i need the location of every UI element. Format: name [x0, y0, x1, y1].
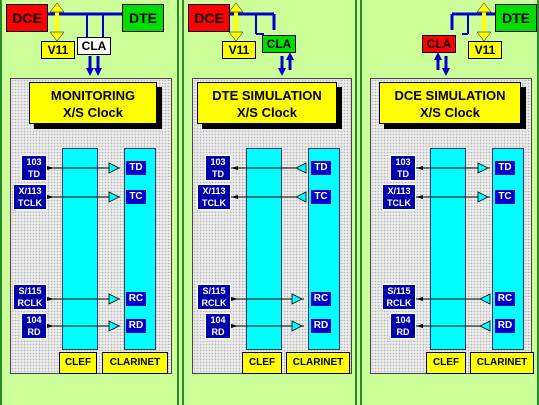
- clarinet-label: CLARINET: [286, 352, 350, 374]
- signal-lines: [231, 162, 307, 332]
- signal-td: TD: [311, 161, 331, 175]
- v11-box: V11: [468, 41, 502, 59]
- signal-td: TD: [126, 161, 146, 175]
- cla-box: CLA: [422, 35, 456, 53]
- top-links-diagram: [46, 2, 124, 76]
- signal-tc: TC: [126, 190, 146, 204]
- clef-column: [62, 148, 98, 350]
- signal-rc: RC: [126, 292, 146, 306]
- top-links-diagram: [226, 2, 294, 76]
- mode-title: DTE SIMULATION X/S Clock: [197, 82, 337, 124]
- clef-label: CLEF: [59, 352, 97, 374]
- panel-dce-simulation: DTE V11 CLA DCE SIMULATION X/S Clock 103…: [360, 0, 539, 405]
- top-links-diagram: [434, 2, 500, 76]
- signal-rc: RC: [495, 292, 515, 306]
- signal-lines: [47, 162, 120, 332]
- mode-title-text: DCE SIMULATION: [394, 88, 506, 103]
- signal-tc: TC: [311, 190, 331, 204]
- signal-rd: RD: [311, 319, 331, 333]
- signal-rd: RD: [495, 319, 515, 333]
- dte-box: DTE: [122, 4, 164, 32]
- clef-label: CLEF: [426, 352, 466, 374]
- signal-td: TD: [495, 161, 515, 175]
- signal-lines: [416, 162, 491, 332]
- panel-dte-simulation: DCE V11 CLA DTE SIMULATION X/S Clock 103…: [182, 0, 357, 405]
- v11-box: V11: [41, 41, 75, 59]
- signal-rd: RD: [126, 319, 146, 333]
- mode-title: DCE SIMULATION X/S Clock: [379, 82, 521, 124]
- clef-column: [246, 148, 282, 350]
- clarinet-column: [492, 148, 524, 350]
- mode-subtitle-text: X/S Clock: [420, 105, 480, 120]
- v11-box: V11: [222, 41, 256, 59]
- mode-title-text: DTE SIMULATION: [212, 88, 322, 103]
- mode-title-text: MONITORING: [50, 88, 136, 103]
- clarinet-column: [308, 148, 340, 350]
- panel-monitoring: DCE DTE V11 CLA MONITORING X/S Clock 103…: [0, 0, 179, 405]
- dte-box: DTE: [495, 4, 537, 32]
- mode-subtitle-text: X/S Clock: [63, 105, 123, 120]
- clarinet-label: CLARINET: [470, 352, 534, 374]
- signal-tc: TC: [495, 190, 515, 204]
- dce-box: DCE: [6, 4, 48, 32]
- cla-box: CLA: [262, 35, 296, 53]
- dce-box: DCE: [188, 4, 230, 32]
- clef-column: [430, 148, 466, 350]
- clarinet-column: [124, 148, 156, 350]
- clef-label: CLEF: [242, 352, 282, 374]
- clarinet-label: CLARINET: [102, 352, 168, 374]
- mode-title: MONITORING X/S Clock: [29, 82, 157, 124]
- signal-rc: RC: [311, 292, 331, 306]
- cla-box: CLA: [77, 37, 111, 55]
- mode-subtitle-text: X/S Clock: [237, 105, 297, 120]
